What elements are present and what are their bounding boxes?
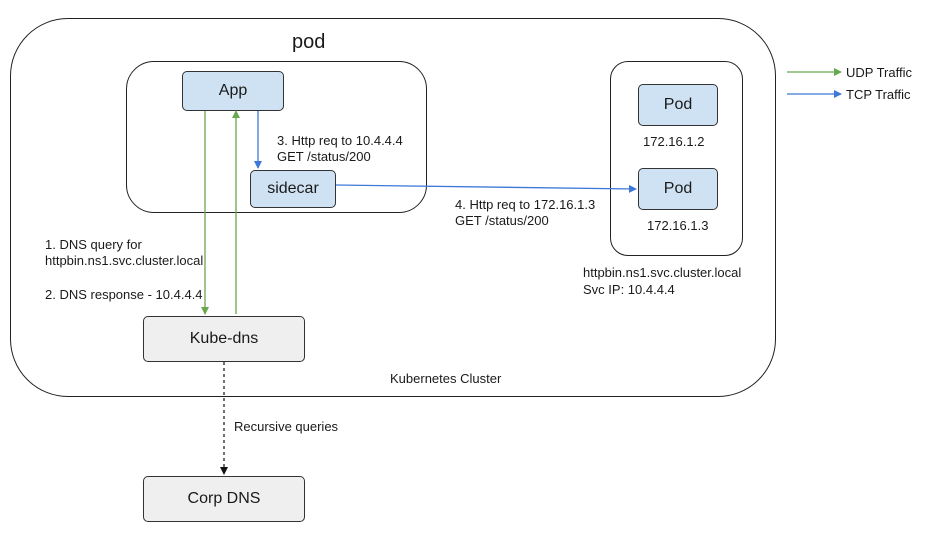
step-dns-query-line1: 1. DNS query for: [45, 237, 142, 252]
step-dns-query-line2: httpbin.ns1.svc.cluster.local: [45, 253, 204, 268]
service-name: httpbin.ns1.svc.cluster.local: [583, 265, 742, 280]
kube-dns-node[interactable]: Kube-dns: [143, 316, 305, 362]
pod-node-2[interactable]: Pod: [638, 168, 718, 210]
pod-title: pod: [292, 31, 326, 53]
step-dns-response: 2. DNS response - 10.4.4.4: [45, 287, 203, 302]
kubernetes-cluster-frame: [10, 18, 776, 397]
cluster-label: Kubernetes Cluster: [390, 371, 502, 386]
step-http-req-local-line2: GET /status/200: [277, 149, 371, 164]
step-http-req-pod-line2: GET /status/200: [455, 213, 549, 228]
corp-dns-node[interactable]: Corp DNS: [143, 476, 305, 522]
step-http-req-pod-line1: 4. Http req to 172.16.1.3: [455, 197, 596, 212]
legend-tcp-label: TCP Traffic: [846, 87, 911, 102]
pod-frame: [126, 61, 427, 213]
step-http-req-local-line1: 3. Http req to 10.4.4.4: [277, 133, 403, 148]
sidecar-to-pod-arrow: [335, 184, 637, 193]
pod-2-ip: 172.16.1.3: [647, 218, 709, 233]
legend-udp-label: UDP Traffic: [846, 65, 912, 80]
pod-node-1[interactable]: Pod: [638, 84, 718, 126]
sidecar-node[interactable]: sidecar: [250, 170, 336, 208]
pod-1-ip: 172.16.1.2: [643, 134, 705, 149]
service-ip: Svc IP: 10.4.4.4: [583, 282, 675, 297]
service-frame: [610, 61, 743, 256]
recursive-queries-label: Recursive queries: [234, 419, 339, 434]
